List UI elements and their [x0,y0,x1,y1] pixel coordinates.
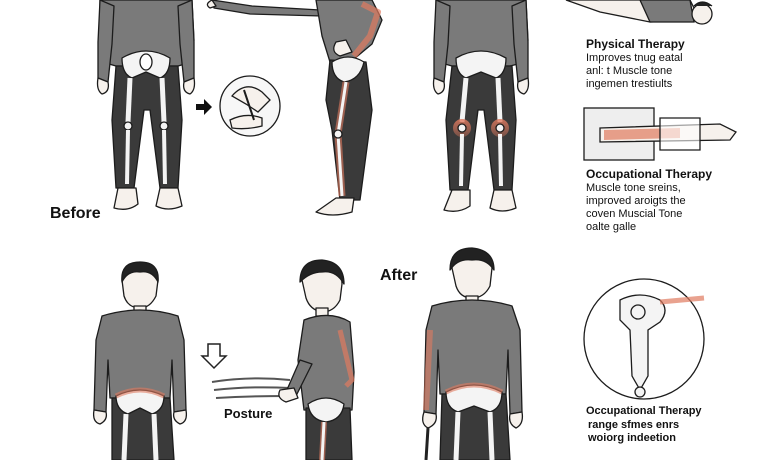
physical-therapy-line: Improves tnug eatal [586,52,683,64]
arrow-right-icon [196,99,212,115]
arrow-down-icon [200,343,228,370]
figure-before-standing [96,0,196,210]
occupational-therapy-line: coven Muscial Tone [586,208,683,220]
occupational-therapy-line: improved aroigts the [586,195,686,207]
occupational-therapy-line: Muscle tone sreins, [586,182,681,194]
occupational-therapy-title-2: Occupational Therapy [586,405,702,417]
figure-row2-standing [92,261,188,460]
leg-therapy-panel [583,107,737,161]
label-before: Before [50,205,101,222]
occupational-therapy-line: oalte galle [586,221,637,233]
physical-therapy-line: ingemen trestiults [586,78,673,90]
label-after: After [380,267,418,284]
occupational-therapy-title-1: Occupational Therapy [586,167,713,181]
physical-therapy-line: anl: t Muscle tone [586,65,673,77]
figure-row2-side [278,259,355,460]
joint-detail-circle [583,278,705,400]
occupational-therapy-text-1: Muscle tone sreins, improved aroigts the… [586,182,766,234]
figure-standing-knees [432,0,530,212]
detail-circle-grip [219,75,281,137]
physical-therapy-title: Physical Therapy [586,37,685,51]
figure-bending-side [206,0,383,216]
physical-therapy-text: Improves tnug eatal anl: t Muscle tone i… [586,52,766,91]
occupational-therapy-text-2: range sfmes enrs woiorg indeetion [588,419,768,445]
occupational-therapy-line: woiorg indeetion [588,432,676,444]
figure-lying-top [565,0,713,25]
label-posture: Posture [224,406,273,421]
occupational-therapy-line: range sfmes enrs [588,419,680,431]
figure-after-standing [422,247,524,460]
